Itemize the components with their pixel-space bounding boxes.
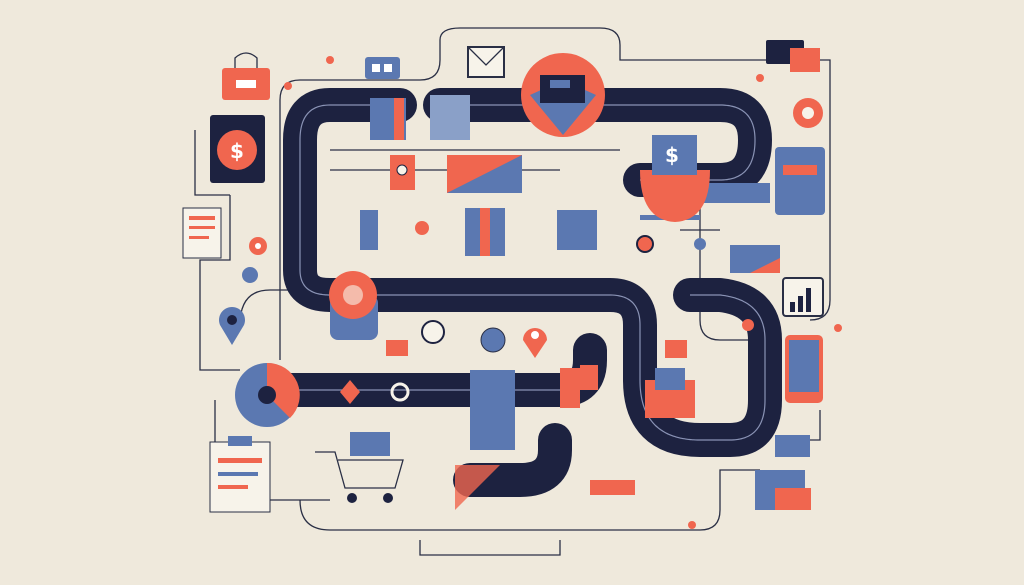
road-markers	[284, 56, 842, 529]
mobile-card-icon	[775, 147, 825, 215]
bar-chart-icon	[782, 277, 824, 317]
dollar-sign: $	[230, 139, 244, 163]
smartphone-icon	[785, 335, 823, 403]
gear-icon	[242, 237, 267, 283]
envelope-icon	[386, 245, 780, 356]
shopping-bag-icon	[222, 52, 270, 100]
wallet-icon: $	[640, 135, 710, 222]
shopping-cart-icon	[315, 432, 404, 503]
dollar-sign: $	[665, 143, 679, 167]
camera-icon	[793, 98, 823, 128]
conveyor-segments	[360, 95, 770, 510]
cards-stack-icon	[755, 435, 811, 510]
open-box-icon	[521, 53, 605, 137]
coin-stack-icon	[329, 271, 445, 344]
document-icon	[182, 207, 222, 259]
chat-icon	[365, 40, 820, 79]
money-card-icon: $	[210, 115, 265, 183]
package-icon	[645, 340, 695, 418]
pie-chart-icon	[235, 362, 300, 427]
location-pin-icon	[219, 307, 547, 358]
clipboard-icon	[209, 436, 271, 513]
mail-icon	[467, 46, 505, 78]
